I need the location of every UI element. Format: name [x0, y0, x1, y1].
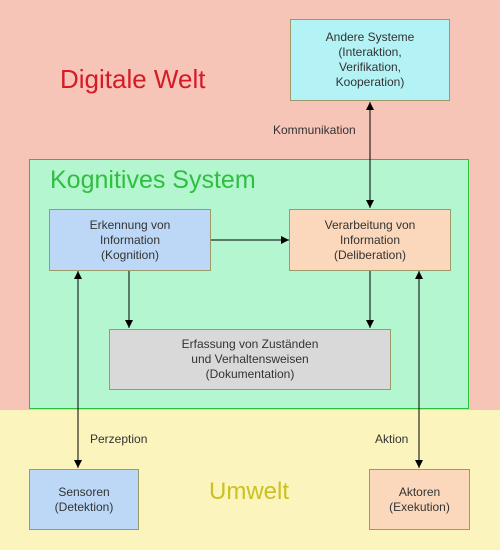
environment-title: Umwelt	[209, 478, 290, 505]
edge-label-action: Aktion	[375, 432, 409, 446]
edge-label-perception: Perzeption	[90, 432, 148, 446]
box-recognition: Erkennung von Information (Kognition)	[49, 209, 211, 271]
cognitive-system-title: Kognitives System	[50, 166, 256, 194]
edge-label-communication: Kommunikation	[273, 123, 356, 137]
box-other-systems: Andere Systeme (Interaktion, Verifikatio…	[290, 19, 450, 101]
box-documentation: Erfassung von Zuständen und Verhaltenswe…	[109, 329, 391, 390]
box-processing: Verarbeitung von Information (Deliberati…	[289, 209, 451, 271]
box-actuators: Aktoren (Exekution)	[369, 469, 470, 530]
digital-world-title: Digitale Welt	[60, 64, 206, 94]
box-sensors: Sensoren (Detektion)	[29, 469, 139, 530]
